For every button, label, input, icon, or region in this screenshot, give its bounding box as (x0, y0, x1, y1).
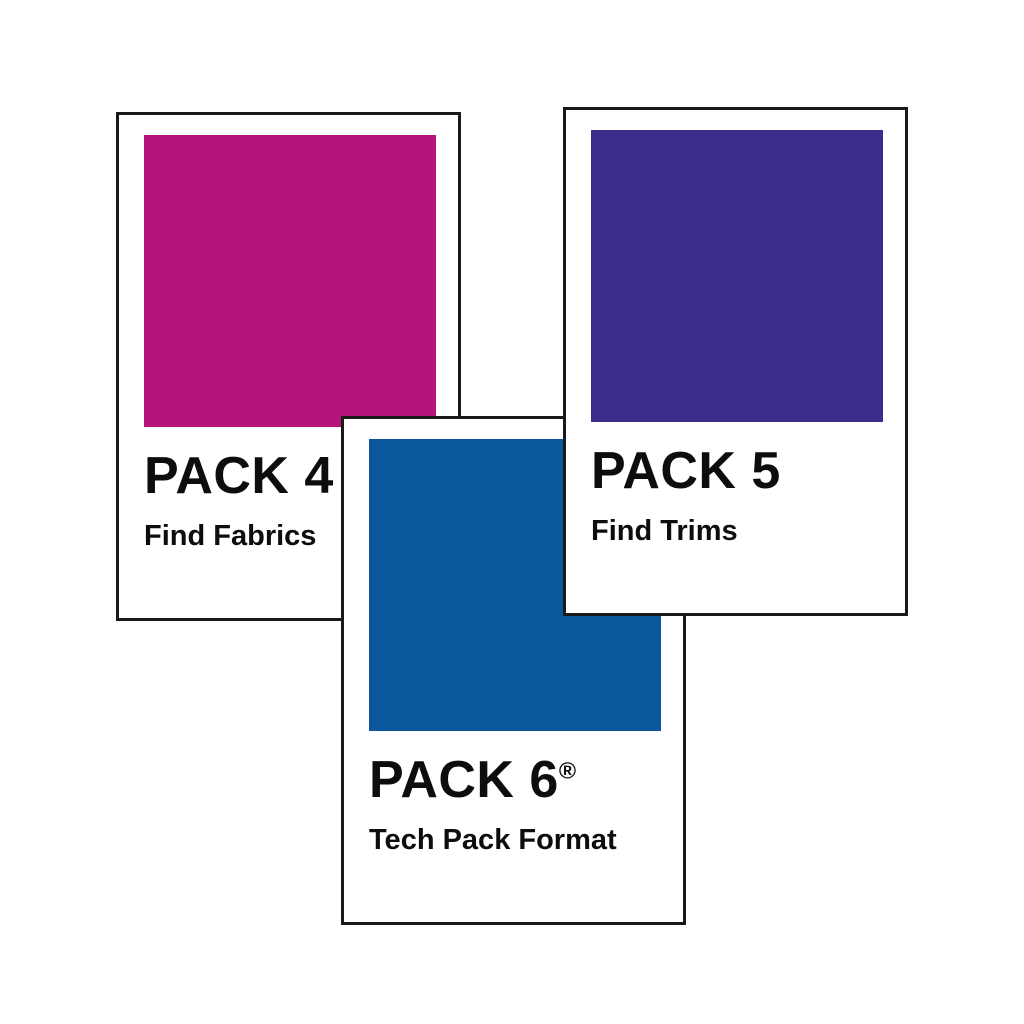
card-title-text: PACK 6 (369, 751, 559, 809)
card-caption-pack-5: PACK 5 Find Trims (591, 445, 905, 546)
registered-trademark-icon: ® (558, 757, 577, 784)
card-subtitle-pack-6: Tech Pack Format (369, 824, 617, 856)
card-title-text: PACK 5 (591, 442, 781, 500)
card-title-text: PACK 4 (144, 447, 334, 505)
card-subtitle-pack-5: Find Trims (591, 515, 738, 547)
card-title-pack-4: PACK 4 (144, 450, 458, 502)
card-caption-pack-6: PACK 6® Tech Pack Format (369, 754, 683, 855)
color-swatch-pink (144, 135, 436, 427)
card-title-pack-5: PACK 5 (591, 445, 905, 497)
swatch-card-pack-5[interactable]: PACK 5 Find Trims (563, 107, 908, 616)
card-subtitle-pack-4: Find Fabrics (144, 520, 317, 552)
swatch-card-pack-4[interactable]: PACK 4 Find Fabrics (116, 112, 461, 621)
color-swatch-purple (591, 130, 883, 422)
card-caption-pack-4: PACK 4 Find Fabrics (144, 450, 458, 551)
card-title-pack-6: PACK 6® (369, 754, 683, 806)
